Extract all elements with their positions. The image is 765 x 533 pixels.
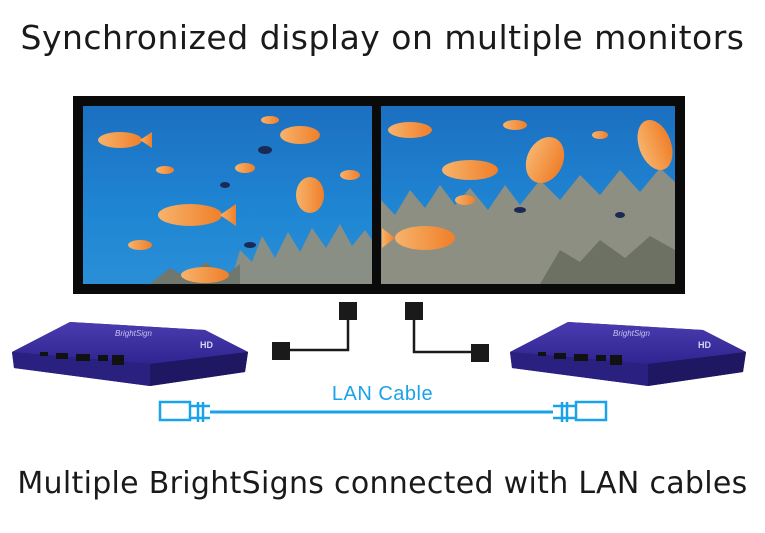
monitor-left: [83, 106, 372, 284]
lan-cable: [158, 400, 608, 422]
brightsign-device-right: BrightSign HD: [510, 322, 746, 386]
device-logo: BrightSign: [115, 329, 152, 338]
video-cable-right: [405, 302, 489, 362]
device-logo: BrightSign: [613, 329, 650, 338]
brightsign-device-left: BrightSign HD: [12, 322, 248, 386]
bottom-title: Multiple BrightSigns connected with LAN …: [17, 466, 748, 501]
video-cable-left: [272, 302, 357, 360]
monitor-right: [381, 106, 675, 284]
top-title: Synchronized display on multiple monitor…: [20, 18, 745, 57]
device-model: HD: [698, 340, 711, 350]
device-model: HD: [200, 340, 213, 350]
lan-cable-label: LAN Cable: [331, 383, 434, 405]
